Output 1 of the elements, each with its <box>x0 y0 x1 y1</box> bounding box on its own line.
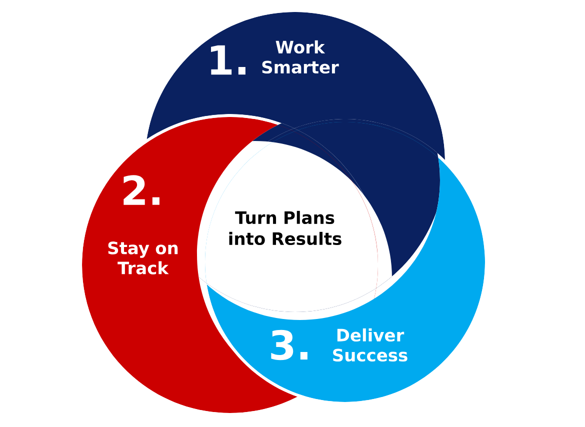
center-text: Turn Plans into Results <box>229 210 342 246</box>
